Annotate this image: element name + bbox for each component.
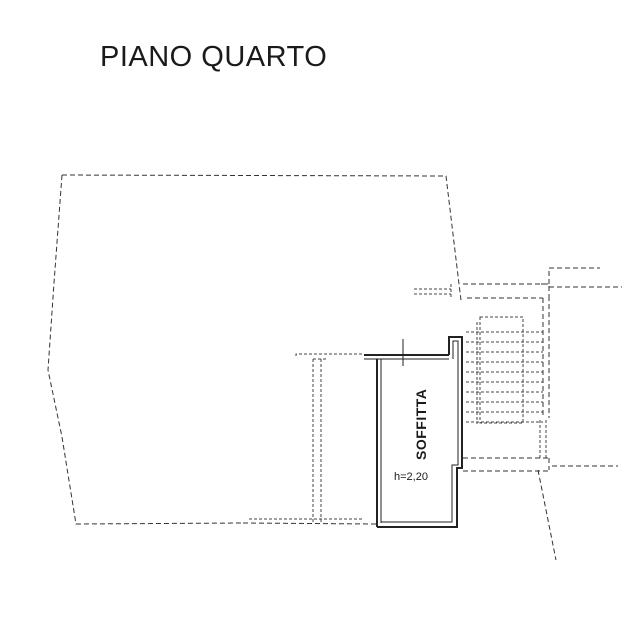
roof-outline	[47, 174, 462, 525]
roof-ridge-detail	[414, 284, 452, 298]
room-name-label: SOFFITTA	[413, 389, 429, 460]
room-height-label: h=2,20	[394, 471, 428, 483]
staircase	[463, 267, 600, 460]
internal-partition	[249, 353, 364, 522]
adjacent-building	[463, 286, 622, 561]
attic-room	[364, 336, 463, 528]
floor-title: PIANO QUARTO	[100, 41, 327, 73]
